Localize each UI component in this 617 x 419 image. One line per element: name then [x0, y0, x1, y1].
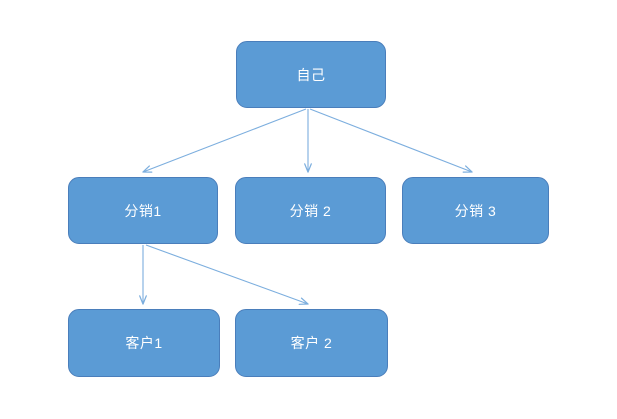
node-distributor-3[interactable]: 分销 3: [402, 177, 549, 244]
node-customer-2[interactable]: 客户 2: [235, 309, 388, 377]
node-customer-1-label: 客户1: [125, 335, 163, 351]
node-distributor-3-label: 分销 3: [454, 202, 497, 219]
node-distributor-2-label: 分销 2: [289, 202, 332, 219]
node-self-label: 自己: [296, 66, 326, 83]
node-self[interactable]: 自己: [236, 41, 386, 108]
node-distributor-2[interactable]: 分销 2: [235, 177, 386, 244]
edge-self-to-dist1: [142, 108, 307, 173]
node-customer-1[interactable]: 客户1: [68, 309, 220, 377]
edge-dist1-to-cust2: [145, 244, 309, 305]
edge-self-to-dist3: [309, 108, 473, 173]
node-distributor-1[interactable]: 分销1: [68, 177, 218, 244]
node-customer-2-label: 客户 2: [290, 335, 333, 351]
node-distributor-1-label: 分销1: [124, 202, 162, 219]
